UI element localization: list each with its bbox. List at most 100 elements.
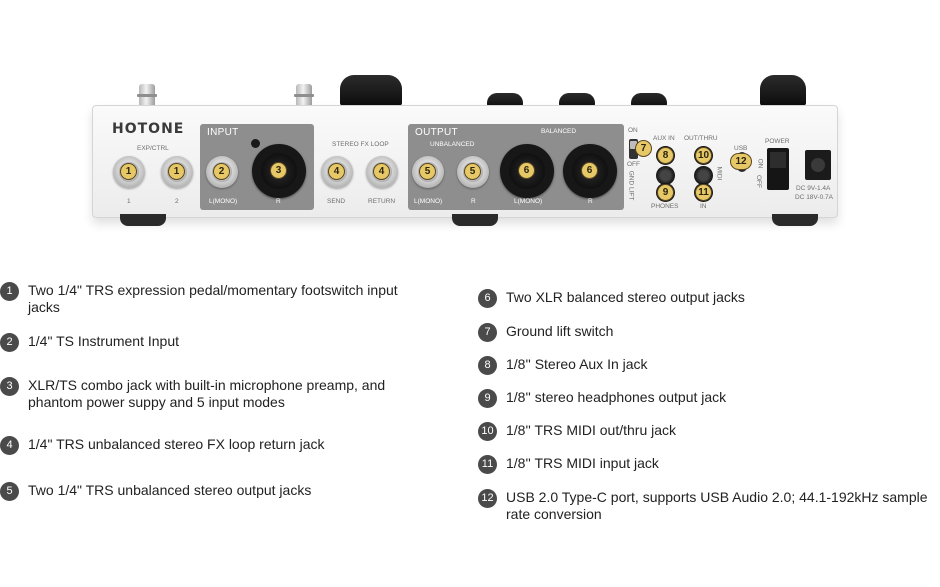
power-switch — [767, 148, 789, 190]
legend-number: 5 — [0, 482, 19, 501]
footswitch-cap — [487, 93, 523, 106]
callout-badge: 2 — [213, 163, 230, 180]
legend-item: 4 1/4" TRS unbalanced stereo FX loop ret… — [0, 436, 430, 455]
callout-badge: 1 — [120, 163, 137, 180]
jack-label: RETURN — [368, 198, 396, 205]
jack-label: R — [276, 198, 281, 205]
legend-text: 1/8'' TRS MIDI input jack — [506, 455, 659, 471]
legend-text: Ground lift switch — [506, 323, 614, 339]
expression-knob — [760, 75, 806, 106]
callout-badge: 4 — [373, 163, 390, 180]
balanced-label: BALANCED — [541, 128, 577, 135]
gnd-lift-label: GND LIFT — [627, 170, 635, 201]
gnd-off-label: OFF — [627, 161, 640, 168]
footswitch-cap — [559, 93, 595, 106]
input-title: INPUT — [207, 127, 239, 138]
gnd-on-label: ON — [628, 127, 638, 134]
jack-label: L(MONO) — [514, 198, 543, 205]
aux-in-label: AUX IN — [653, 135, 675, 142]
fx-loop-label: STEREO FX LOOP — [332, 141, 389, 148]
legend-number: 10 — [478, 422, 497, 441]
legend-item: 12 USB 2.0 Type-C port, supports USB Aud… — [478, 489, 938, 523]
legend-number: 7 — [478, 323, 497, 342]
power-label: POWER — [765, 138, 790, 145]
legend-number: 3 — [0, 377, 19, 396]
legend-text: 1/4" TRS unbalanced stereo FX loop retur… — [28, 436, 325, 452]
power-off-label: OFF — [755, 175, 762, 188]
rubber-foot — [772, 214, 818, 226]
device-rear-panel-illustration: HOTONE EXP/CTRL 1 1 1 2 INPUT 2 3 L(MONO… — [0, 0, 940, 260]
callout-badge: 3 — [270, 162, 287, 179]
screw — [251, 139, 260, 148]
legend-number: 6 — [478, 289, 497, 308]
legend-number: 1 — [0, 282, 19, 301]
callout-badge: 8 — [657, 147, 674, 164]
legend-text: USB 2.0 Type-C port, supports USB Audio … — [506, 489, 928, 522]
callout-badge: 1 — [168, 163, 185, 180]
output-title: OUTPUT — [415, 127, 458, 138]
callout-badge: 7 — [635, 140, 652, 157]
xlr-output-right-jack — [563, 144, 617, 198]
out-thru-label: OUT/THRU — [684, 135, 718, 142]
footswitch-post — [137, 84, 157, 106]
legend-item: 9 1/8'' stereo headphones output jack — [478, 389, 938, 408]
power-on-label: ON — [756, 158, 764, 169]
midi-label: MIDI — [715, 166, 723, 181]
xlr-combo-jack — [252, 144, 306, 198]
callout-badge: 4 — [328, 163, 345, 180]
jack-label: SEND — [327, 198, 346, 205]
legend-text: Two 1/4" TRS unbalanced stereo output ja… — [28, 482, 312, 498]
legend-number: 12 — [478, 489, 497, 508]
callout-badge: 9 — [657, 184, 674, 201]
legend-number: 9 — [478, 389, 497, 408]
aux-spare-jack — [656, 166, 675, 185]
rubber-foot — [120, 214, 166, 226]
legend-item: 10 1/8'' TRS MIDI out/thru jack — [478, 422, 938, 441]
jack-label: 2 — [175, 198, 179, 205]
callout-badge: 6 — [518, 162, 535, 179]
legend-number: 2 — [0, 333, 19, 352]
footswitch-post — [294, 84, 314, 106]
legend-number: 8 — [478, 356, 497, 375]
jack-label: L(MONO) — [414, 198, 443, 205]
midi-in-label: IN — [700, 203, 707, 210]
legend-text: 1/8'' Stereo Aux In jack — [506, 356, 648, 372]
phones-label: PHONES — [651, 203, 679, 210]
legend-text: Two 1/4" TRS expression pedal/momentary … — [28, 282, 398, 315]
midi-spare-jack — [694, 166, 713, 185]
jack-label: L(MONO) — [209, 198, 238, 205]
jack-label: R — [471, 198, 476, 205]
dc-power-jack — [805, 150, 831, 180]
rubber-foot — [452, 214, 498, 226]
legend-text: Two XLR balanced stereo output jacks — [506, 289, 745, 305]
volume-knob — [340, 75, 402, 106]
legend-text: 1/8'' stereo headphones output jack — [506, 389, 727, 405]
legend-item: 5 Two 1/4" TRS unbalanced stereo output … — [0, 482, 430, 501]
legend-number: 11 — [478, 455, 497, 474]
legend-item: 2 1/4" TS Instrument Input — [0, 333, 430, 352]
callout-badge: 5 — [419, 163, 436, 180]
legend-item: 8 1/8'' Stereo Aux In jack — [478, 356, 938, 375]
exp-ctrl-label: EXP/CTRL — [137, 145, 169, 152]
legend-text: 1/4" TS Instrument Input — [28, 333, 180, 349]
callout-badge: 11 — [695, 184, 712, 201]
legend-text: 1/8'' TRS MIDI out/thru jack — [506, 422, 677, 438]
legend-item: 6 Two XLR balanced stereo output jacks — [478, 289, 938, 308]
callout-badge: 12 — [730, 153, 752, 170]
legend-item: 3 XLR/TS combo jack with built-in microp… — [0, 377, 430, 411]
legend-item: 11 1/8'' TRS MIDI input jack — [478, 455, 938, 474]
callout-badge: 6 — [581, 162, 598, 179]
dc-rating-1: DC 9V-1.4A — [796, 185, 831, 192]
jack-label: 1 — [127, 198, 131, 205]
unbalanced-label: UNBALANCED — [430, 141, 475, 148]
callout-badge: 5 — [464, 163, 481, 180]
legend-item: 1 Two 1/4" TRS expression pedal/momentar… — [0, 282, 430, 316]
usb-label: USB — [734, 145, 748, 152]
dc-rating-2: DC 18V-0.7A — [795, 194, 833, 201]
jack-label: R — [588, 198, 593, 205]
callout-badge: 10 — [695, 147, 712, 164]
brand-logo: HOTONE — [112, 121, 185, 137]
ground-lift-switch — [629, 139, 638, 159]
legend-text: XLR/TS combo jack with built-in micropho… — [28, 377, 386, 410]
legend-item: 7 Ground lift switch — [478, 323, 938, 342]
